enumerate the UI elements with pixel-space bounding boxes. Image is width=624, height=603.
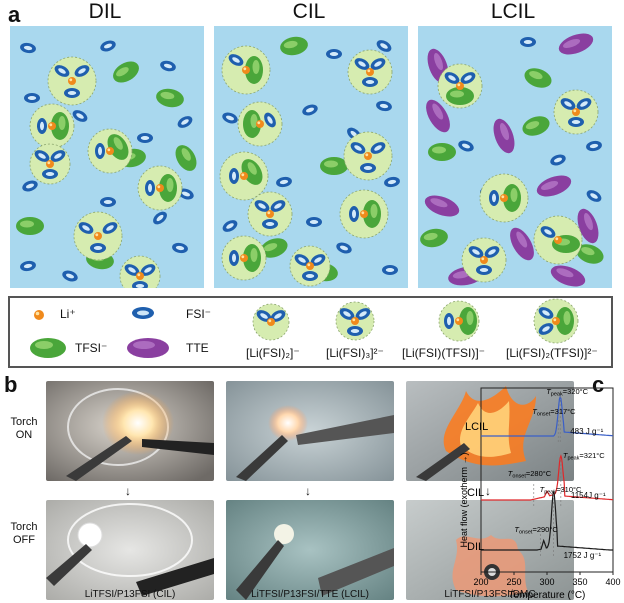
x-tick-label: 350 [572, 577, 587, 587]
torch-on-word-1: Torch [10, 416, 38, 428]
enthalpy-label: 1752 J g⁻¹ [564, 551, 602, 560]
cluster-li-fsi3-icon [335, 301, 375, 341]
series-label-lcil: LCIL [465, 421, 488, 433]
legend-box: Li⁺ FSI⁻ TFSI⁻ TTE [Li(FSI)₂]⁻ [Li(FSI)₃… [8, 296, 613, 368]
torch-off-word-1: Torch [10, 521, 38, 533]
x-tick-label: 250 [506, 577, 521, 587]
panel-a-letter: a [8, 2, 21, 27]
dsc-curve-cil [481, 454, 613, 501]
onset-label: Tonset=290°C [514, 525, 558, 536]
enthalpy-label: 483 J g⁻¹ [570, 427, 603, 436]
dil-schematic [10, 26, 204, 288]
legend-cluster-1: [Li(FSI)₂]⁻ [246, 346, 300, 360]
peak-label: Tpeak=310°C [540, 485, 582, 496]
x-tick-label: 300 [539, 577, 554, 587]
photo-cil-torch-on [46, 381, 214, 481]
cil-schematic [214, 26, 408, 288]
series-label-cil: CIL [467, 487, 484, 499]
tte-icon [127, 338, 169, 358]
tfsi-icon [30, 338, 66, 358]
lcil-schematic [418, 26, 612, 288]
onset-label: Tonset=317°C [532, 407, 576, 418]
dsc-curve-dil [481, 490, 613, 551]
x-tick-label: 200 [473, 577, 488, 587]
column-title-dil: DIL [88, 0, 122, 23]
torch-off-word-2: OFF [13, 534, 35, 546]
torch-on-label: Torch ON [4, 416, 44, 442]
legend-cluster-2: [Li(FSI)₃]²⁻ [326, 346, 384, 360]
legend-tfsi: TFSI⁻ [75, 341, 108, 355]
legend-tte: TTE [186, 341, 209, 355]
column-title-cil: CIL [292, 0, 326, 23]
torch-off-label: Torch OFF [4, 521, 44, 547]
photo-label-cil: LiTFSI/P13FSI (CIL) [84, 589, 176, 600]
li-icon [34, 310, 44, 320]
cluster-li-fsi-tfsi-icon [438, 300, 480, 342]
dsc-curve-lcil [481, 395, 614, 437]
cluster-li-fsi2-icon [252, 303, 290, 341]
cluster-li-fsi2-tfsi-icon [533, 298, 579, 344]
photo-lcil-torch-on [226, 381, 394, 481]
column-title-lcil: LCIL [490, 0, 536, 23]
panel-c-letter: c [592, 372, 605, 397]
legend-li: Li⁺ [60, 307, 76, 321]
x-axis-label: Temperature (°C) [509, 590, 586, 600]
peak-label: Tpeak=321°C [563, 451, 605, 462]
enthalpy-label: 1154J g⁻¹ [571, 491, 606, 500]
arrow-down-1: ↓ [125, 484, 131, 498]
arrow-down-2: ↓ [305, 484, 311, 498]
peak-label: Tpeak=320°C [546, 387, 588, 398]
photo-lcil-torch-off [226, 500, 394, 600]
series-label-dil: DIL [467, 541, 484, 553]
legend-fsi: FSI⁻ [186, 307, 212, 321]
arrow-down-3: ↓ [485, 484, 491, 498]
photo-dmc-torch-on [406, 381, 574, 481]
panel-b-letter: b [4, 372, 18, 397]
fsi-icon [132, 307, 154, 319]
legend-cluster-3: [Li(FSI)(TFSI)]⁻ [402, 346, 485, 360]
torch-on-word-2: ON [15, 429, 33, 441]
photo-cil-torch-off [46, 500, 214, 600]
photo-label-lcil: LiTFSI/P13FSI/TTE (LCIL) [251, 589, 369, 600]
onset-label: Tonset=280°C [508, 469, 552, 480]
photo-label-dmc: LiTFSI/P13FSI/DMC [444, 589, 536, 600]
legend-cluster-4: [Li(FSI)₂(TFSI)]²⁻ [506, 346, 598, 360]
y-axis-label: Heat flow (exotherm →) [459, 452, 469, 547]
x-tick-label: 400 [605, 577, 620, 587]
